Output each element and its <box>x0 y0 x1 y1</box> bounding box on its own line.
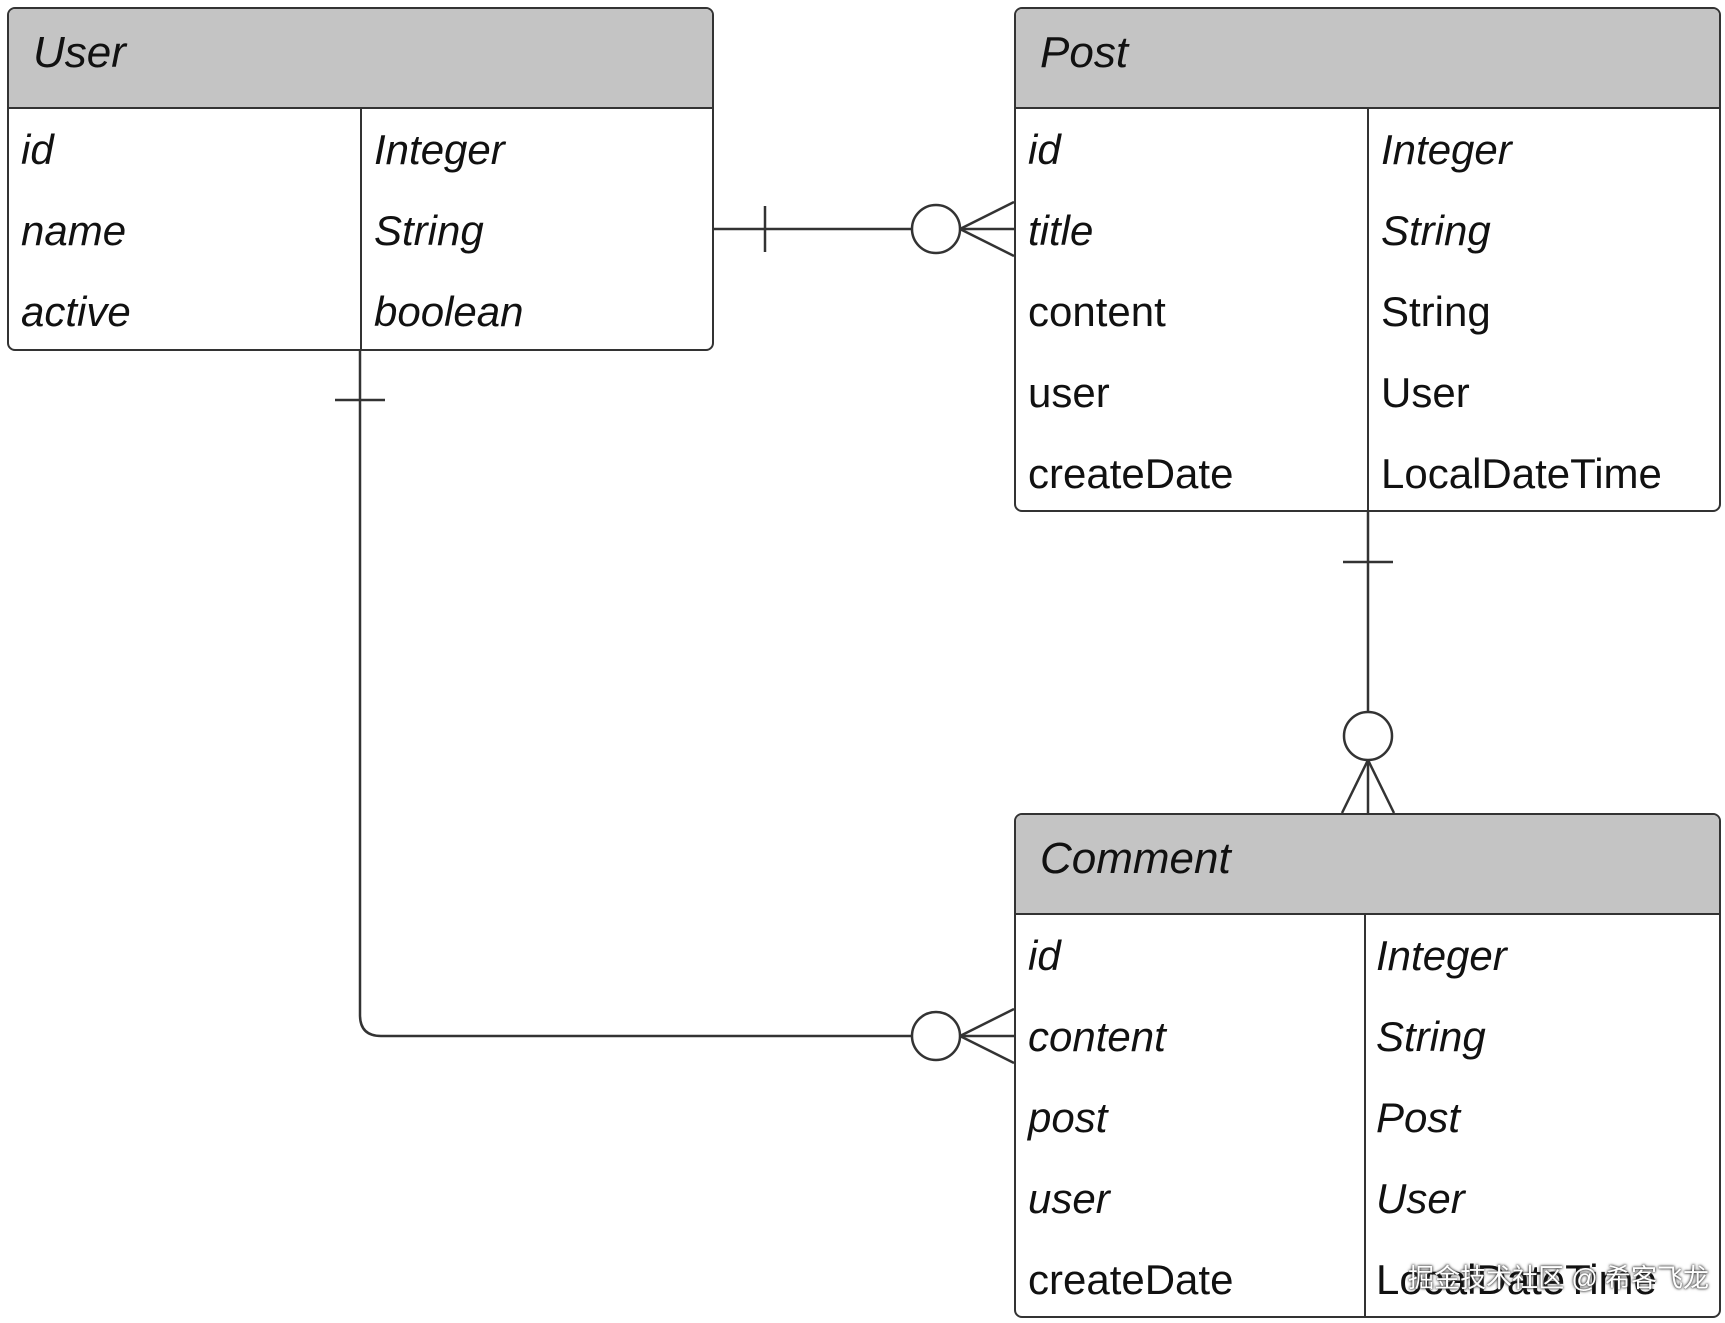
attribute-name: createDate <box>1028 450 1234 497</box>
attribute-name: content <box>1028 1013 1166 1060</box>
entity-comment[interactable]: Comment id Integer content String post P… <box>1014 813 1721 1318</box>
attribute-type: User <box>1381 369 1470 416</box>
relationship-user-post <box>714 200 1015 258</box>
attribute-type: Integer <box>1376 932 1507 979</box>
watermark: 掘金技术社区 @ 希客飞龙 <box>1408 1263 1709 1293</box>
cardinality-zero-mark <box>1342 710 1394 762</box>
attribute-type: String <box>1381 288 1491 335</box>
entity-title: Post <box>1016 9 1719 109</box>
attribute-name: id <box>21 126 54 173</box>
attribute-type: String <box>374 207 484 254</box>
column-divider <box>1364 915 1366 1316</box>
attribute-type: LocalDateTime <box>1381 450 1662 497</box>
attribute-type: Post <box>1376 1094 1461 1141</box>
attribute-type: Integer <box>1381 126 1512 173</box>
attribute-row: id Integer <box>1016 109 1719 190</box>
attribute-name: name <box>21 207 127 254</box>
cardinality-zero-mark <box>910 1010 962 1062</box>
relationship-user-comment <box>335 351 1015 1065</box>
attribute-name: id <box>1028 126 1061 173</box>
attribute-list: id Integer title String content String u… <box>1016 109 1719 510</box>
attribute-list: id Integer name String active boolean <box>9 109 712 349</box>
entity-title: User <box>9 9 712 109</box>
cardinality-many-mark <box>959 1007 1015 1065</box>
entity-title: Comment <box>1016 815 1719 915</box>
column-divider <box>1367 109 1369 510</box>
attribute-row: post Post <box>1016 1077 1719 1158</box>
cardinality-many-mark <box>1340 759 1396 814</box>
attribute-type: Integer <box>374 126 505 173</box>
entity-post[interactable]: Post id Integer title String content Str… <box>1014 7 1721 512</box>
attribute-row: id Integer <box>9 109 712 190</box>
attribute-type: LocalDateTime <box>1376 1256 1657 1303</box>
relationship-post-comment <box>1340 512 1396 814</box>
attribute-row: content String <box>1016 271 1719 352</box>
attribute-row: id Integer <box>1016 915 1719 996</box>
attribute-row: createDate LocalDateTime <box>1016 433 1719 510</box>
attribute-name: post <box>1028 1094 1108 1141</box>
attribute-type: User <box>1376 1175 1465 1222</box>
attribute-row: active boolean <box>9 271 712 349</box>
attribute-name: content <box>1028 288 1166 335</box>
attribute-row: content String <box>1016 996 1719 1077</box>
attribute-row: createDate LocalDateTime <box>1016 1239 1719 1316</box>
attribute-type: String <box>1381 207 1491 254</box>
cardinality-many-mark <box>959 200 1015 258</box>
cardinality-zero-mark <box>910 203 962 255</box>
attribute-name: title <box>1028 207 1094 254</box>
attribute-name: active <box>21 288 131 335</box>
attribute-type: String <box>1376 1013 1486 1060</box>
attribute-row: name String <box>9 190 712 271</box>
attribute-list: id Integer content String post Post user… <box>1016 915 1719 1316</box>
attribute-name: user <box>1028 1175 1110 1222</box>
column-divider <box>360 109 362 349</box>
attribute-row: title String <box>1016 190 1719 271</box>
attribute-name: user <box>1028 369 1110 416</box>
attribute-row: user User <box>1016 1158 1719 1239</box>
attribute-type: boolean <box>374 288 524 335</box>
attribute-name: id <box>1028 932 1061 979</box>
attribute-name: createDate <box>1028 1256 1234 1303</box>
entity-user[interactable]: User id Integer name String active boole… <box>7 7 714 351</box>
attribute-row: user User <box>1016 352 1719 433</box>
